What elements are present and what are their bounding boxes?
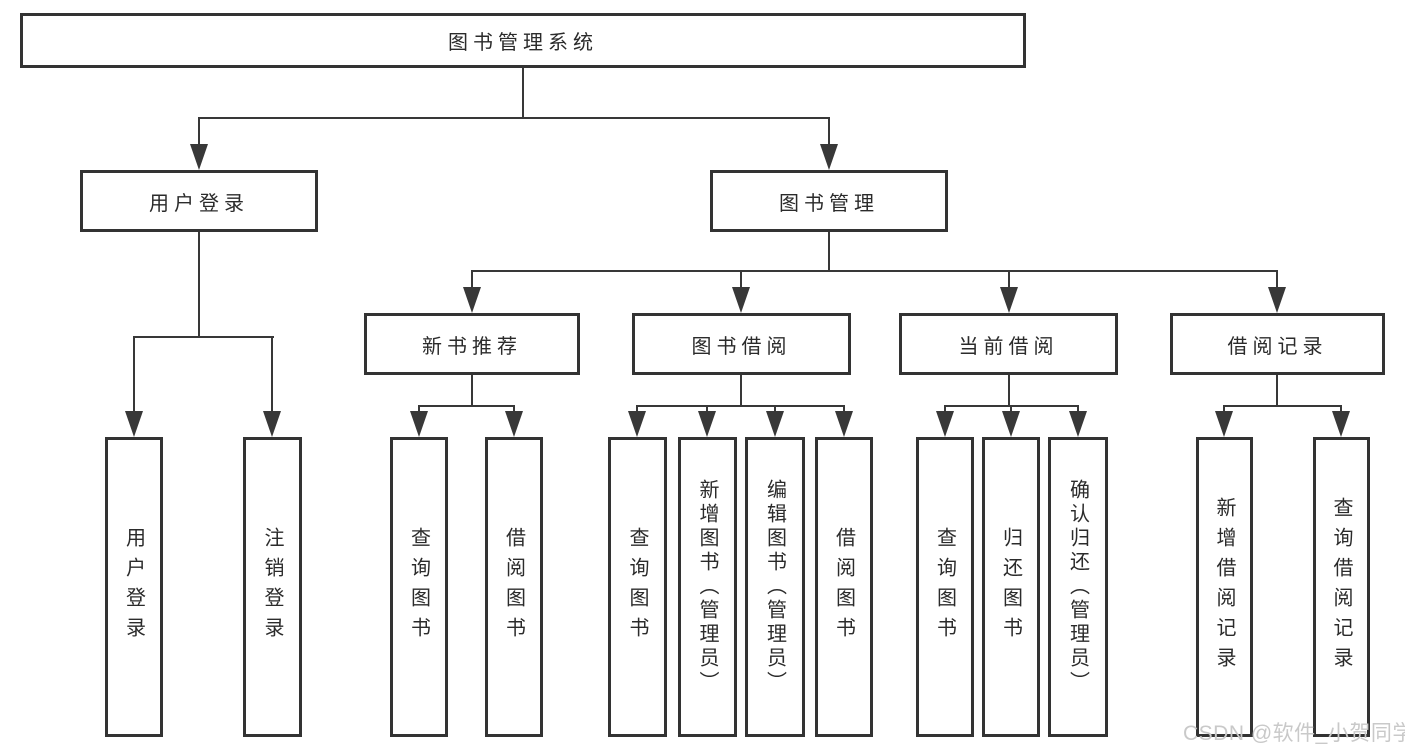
arrow-down-icon [1268, 287, 1286, 313]
connector-line [1223, 405, 1342, 407]
connector-line [133, 337, 135, 414]
connector-line [636, 406, 638, 415]
arrow-down-icon [698, 411, 716, 437]
node-cb-confirm-return-admin: 确认归还（管理员） [1048, 437, 1108, 737]
connector-line [636, 405, 845, 407]
connector-line [774, 406, 776, 415]
node-current-borrowing: 当前借阅 [899, 313, 1118, 375]
node-new-book-recommendation: 新书推荐 [364, 313, 580, 375]
arrow-down-icon [463, 287, 481, 313]
node-logout-action: 注销登录 [243, 437, 302, 737]
arrow-down-icon [1215, 411, 1233, 437]
connector-line [418, 406, 420, 415]
node-cb-query-books: 查询图书 [916, 437, 974, 737]
connector-line [513, 406, 515, 415]
node-system-root: 图书管理系统 [20, 13, 1026, 68]
connector-line [1008, 271, 1010, 289]
connector-line [828, 118, 830, 148]
node-borrowing-records: 借阅记录 [1170, 313, 1385, 375]
node-bb-query-books: 查询图书 [608, 437, 667, 737]
connector-line [198, 117, 830, 119]
connector-line [133, 336, 274, 338]
connector-line [418, 405, 515, 407]
arrow-down-icon [936, 411, 954, 437]
connector-line [944, 406, 946, 415]
connector-line [740, 375, 742, 406]
arrow-down-icon [628, 411, 646, 437]
arrow-down-icon [820, 144, 838, 170]
node-br-query-record: 查询借阅记录 [1313, 437, 1370, 737]
connector-line [471, 271, 473, 289]
connector-line [740, 271, 742, 289]
connector-line [1010, 406, 1012, 415]
connector-line [1276, 271, 1278, 289]
arrow-down-icon [263, 411, 281, 437]
connector-line [1008, 375, 1010, 406]
arrow-down-icon [1069, 411, 1087, 437]
connector-line [1276, 375, 1278, 406]
arrow-down-icon [125, 411, 143, 437]
node-user-login-action: 用户登录 [105, 437, 163, 737]
connector-line [522, 68, 524, 119]
arrow-down-icon [1000, 287, 1018, 313]
arrow-down-icon [410, 411, 428, 437]
connector-line [471, 375, 473, 406]
connector-line [828, 232, 830, 272]
arrow-down-icon [190, 144, 208, 170]
connector-line [471, 270, 1278, 272]
watermark: CSDN @软件_小贺同学 [1183, 722, 1405, 745]
connector-line [198, 118, 200, 148]
arrow-down-icon [766, 411, 784, 437]
arrow-down-icon [1332, 411, 1350, 437]
arrow-down-icon [505, 411, 523, 437]
node-bb-borrow-books: 借阅图书 [815, 437, 873, 737]
node-br-add-record: 新增借阅记录 [1196, 437, 1253, 737]
node-nbr-borrow-books: 借阅图书 [485, 437, 543, 737]
connector-line [1340, 406, 1342, 415]
arrow-down-icon [835, 411, 853, 437]
node-user-login: 用户登录 [80, 170, 318, 232]
connector-line [706, 406, 708, 415]
connector-line [1077, 406, 1079, 415]
connector-line [1223, 406, 1225, 415]
arrow-down-icon [1002, 411, 1020, 437]
connector-line [843, 406, 845, 415]
node-nbr-query-books: 查询图书 [390, 437, 448, 737]
connector-line [271, 337, 273, 414]
node-bb-edit-books-admin: 编辑图书（管理员） [745, 437, 805, 737]
connector-line [198, 232, 200, 338]
node-book-management: 图书管理 [710, 170, 948, 232]
node-bb-add-books-admin: 新增图书（管理员） [678, 437, 737, 737]
arrow-down-icon [732, 287, 750, 313]
node-book-borrowing: 图书借阅 [632, 313, 851, 375]
node-cb-return-books: 归还图书 [982, 437, 1040, 737]
